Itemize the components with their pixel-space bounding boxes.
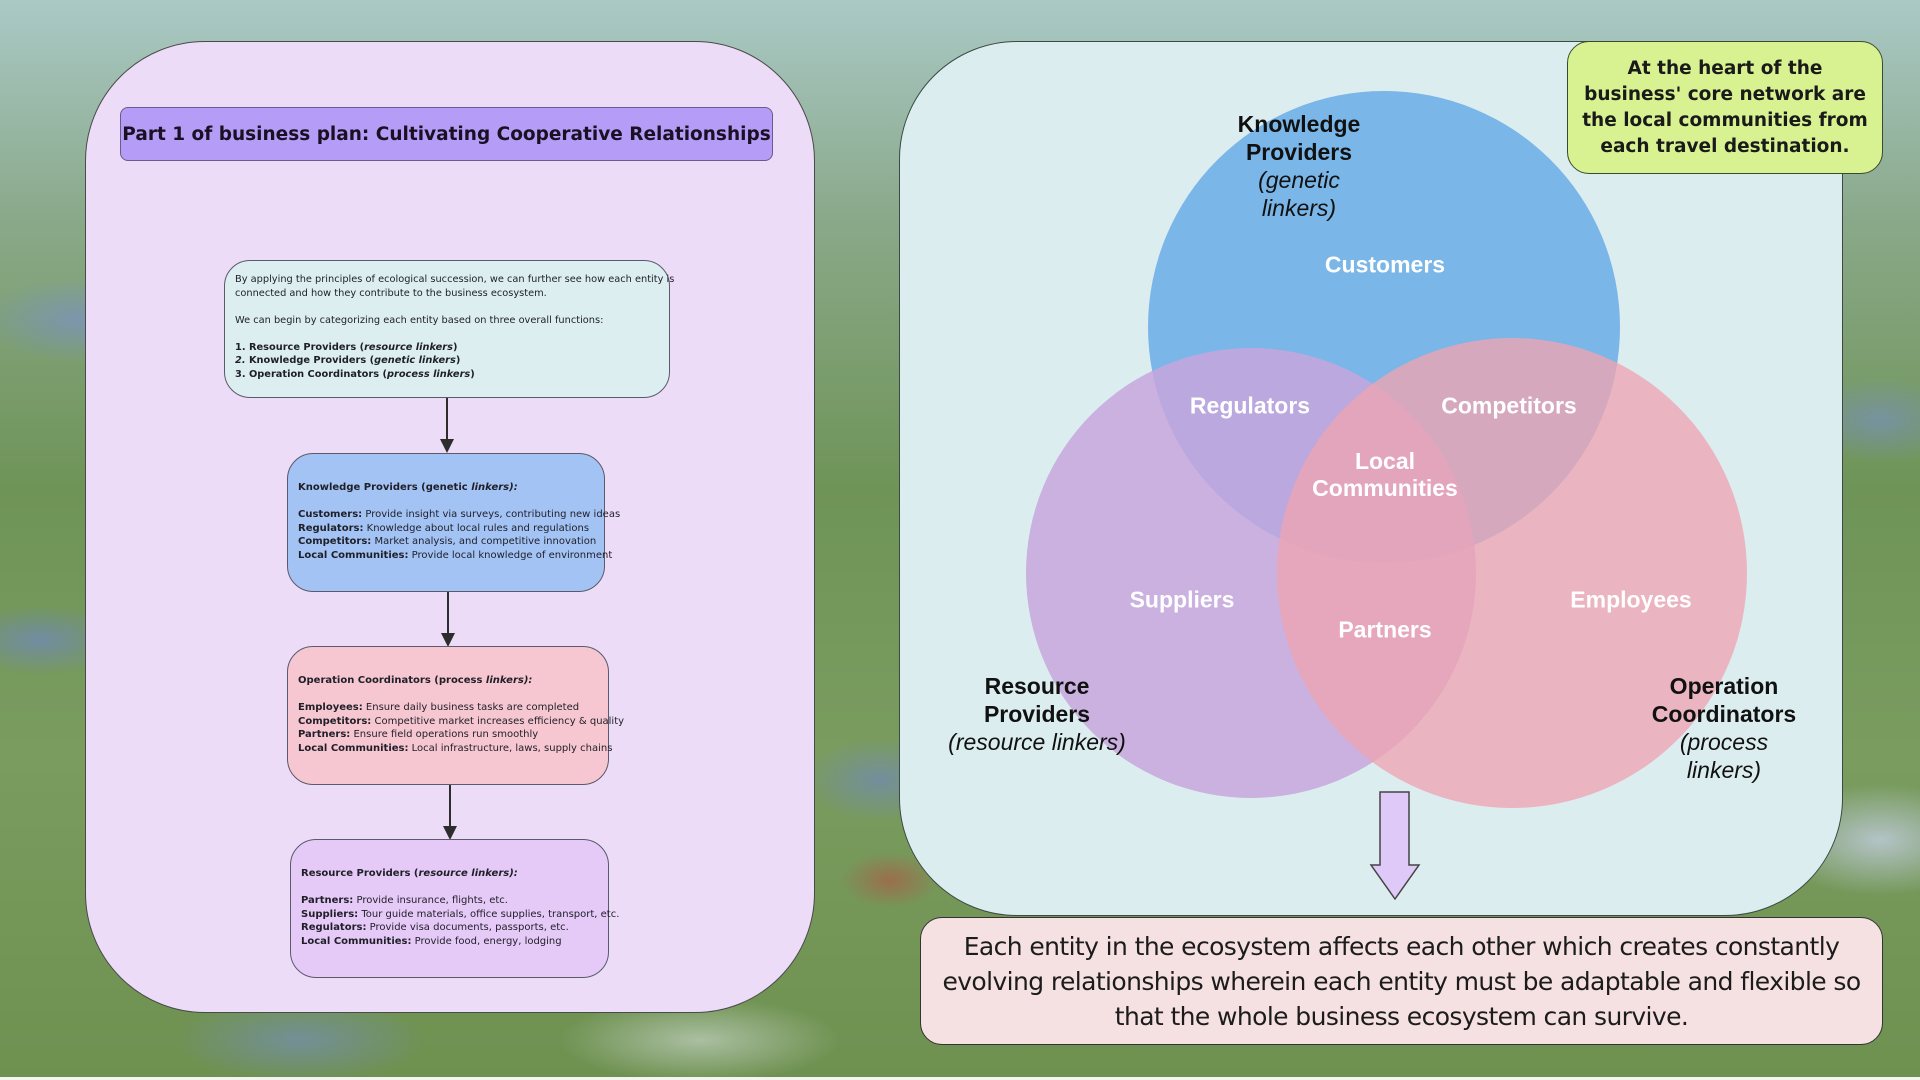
bottom-strip [0, 1077, 1920, 1080]
function-item: 3. Operation Coordinators (process linke… [235, 368, 475, 380]
region-label-partners: Partners [1338, 616, 1432, 643]
list-item: Suppliers: Tour guide materials, office … [301, 908, 620, 920]
page-title: Part 1 of business plan: Cultivating Coo… [120, 107, 773, 161]
intro-paragraph-1-line-2: connected and how they contribute to the… [235, 287, 547, 299]
flow-arrow-down [441, 592, 455, 647]
intro-paragraph-1-line-1: By applying the principles of ecological… [235, 274, 675, 285]
list-item: Competitors: Competitive market increase… [298, 715, 625, 727]
list-item: Local Communities: Provide food, energy,… [301, 935, 562, 947]
resource-providers-label: Resource Providers (resource linkers) [948, 673, 1126, 755]
list-item: Local Communities: Provide local knowled… [298, 549, 613, 561]
region-label-customers: Customers [1324, 251, 1446, 278]
intro-box: By applying the principles of ecological… [224, 260, 675, 398]
box-heading: Knowledge Providers (genetic linkers): [298, 482, 518, 493]
region-label-competitors: Competitors [1441, 392, 1577, 419]
function-item: 1. Resource Providers (resource linkers) [235, 341, 458, 353]
region-label-employees: Employees [1570, 586, 1692, 613]
list-item: Competitors: Market analysis, and compet… [298, 536, 597, 547]
knowledge-providers-label: Knowledge Providers (genetic linkers) [1237, 111, 1361, 221]
list-item: Customers: Provide insight via surveys, … [298, 509, 621, 520]
list-item: Partners: Provide insurance, flights, et… [301, 895, 508, 906]
list-item: Employees: Ensure daily business tasks a… [298, 702, 580, 713]
venn-circle-operation-coordinators [1277, 338, 1747, 808]
region-label-local-communities: Local Communities [1312, 448, 1458, 501]
box-heading: Operation Coordinators (process linkers)… [298, 675, 533, 686]
list-item: Regulators: Provide visa documents, pass… [301, 922, 569, 933]
operation-coordinators-box: Operation Coordinators (process linkers)… [287, 646, 625, 785]
box-heading: Resource Providers (resource linkers): [301, 868, 518, 879]
function-item: 2. Knowledge Providers (genetic linkers) [235, 355, 461, 366]
operation-coordinators-label: Operation Coordinators (process linkers) [1651, 673, 1797, 783]
down-arrow-icon [1369, 791, 1421, 901]
list-item: Partners: Ensure field operations run sm… [298, 729, 539, 740]
flow-arrow-down [440, 398, 454, 453]
core-network-callout: At the heart of the business' core netwo… [1567, 41, 1883, 174]
region-label-regulators: Regulators [1189, 392, 1311, 419]
flow-arrow-down [443, 785, 457, 840]
list-item: Regulators: Knowledge about local rules … [298, 522, 590, 534]
resource-providers-box: Resource Providers (resource linkers): P… [290, 839, 620, 978]
conclusion-box: Each entity in the ecosystem affects eac… [920, 917, 1883, 1045]
region-label-suppliers: Suppliers [1129, 586, 1235, 613]
knowledge-providers-box: Knowledge Providers (genetic linkers): C… [287, 453, 621, 592]
intro-paragraph-2: We can begin by categorizing each entity… [235, 314, 604, 326]
list-item: Local Communities: Local infrastructure,… [298, 742, 613, 754]
